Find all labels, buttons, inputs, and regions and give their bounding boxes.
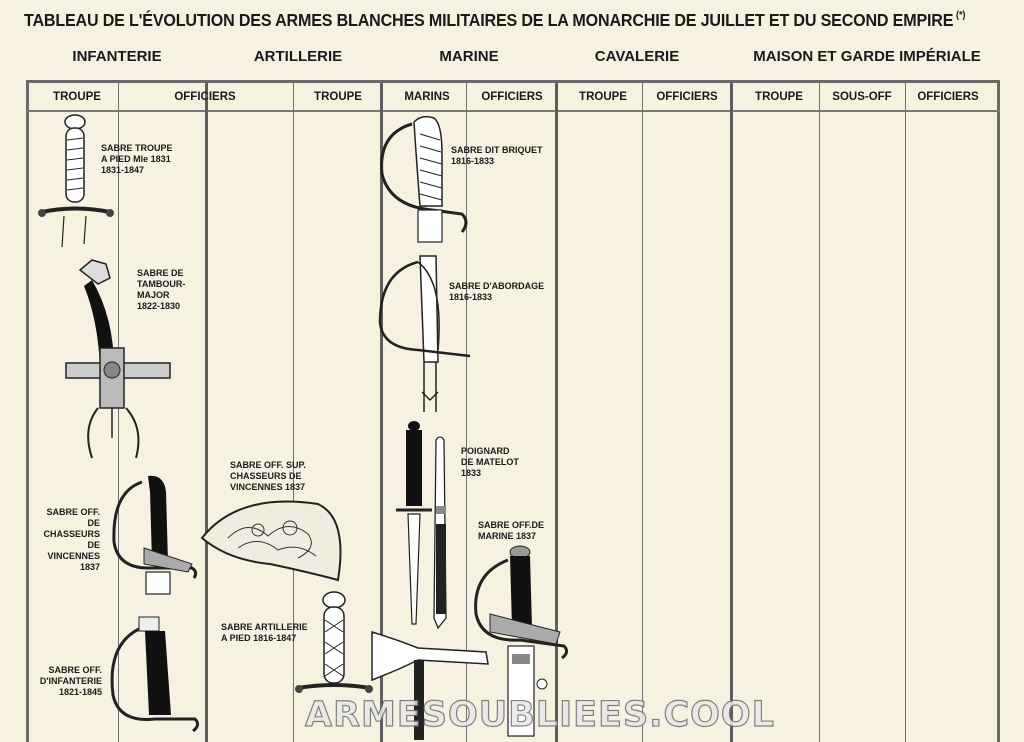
sabre-off-sup-chasseurs-illustration <box>200 500 342 582</box>
header-rule <box>26 110 1000 112</box>
branch-marine: MARINE <box>439 48 499 65</box>
sabre-off-infanterie-illustration <box>110 616 200 733</box>
column-divider <box>905 83 906 742</box>
branch-infanterie: INFANTERIE <box>72 48 162 65</box>
sabre-off-marine-illustration <box>474 545 569 737</box>
colhead-mar-officiers: OFFICIERS <box>481 91 543 103</box>
sabre-briquet-illustration <box>380 115 468 243</box>
label-sabre-off-chasseurs: SABRE OFF. DE CHASSEURS DE VINCENNES 183… <box>43 507 100 572</box>
column-divider <box>205 83 208 742</box>
label-sabre-off-marine: SABRE OFF.DE MARINE 1837 <box>478 520 545 541</box>
label-sabre-tambour-major: SABRE DE TAMBOUR- MAJOR 1822-1830 <box>137 268 186 311</box>
label-poignard-matelot: POIGNARD DE MATELOT 1833 <box>461 446 519 478</box>
colhead-mai-sousoff: SOUS-OFF <box>832 91 892 103</box>
title-text: TABLEAU DE L'ÉVOLUTION DES ARMES BLANCHE… <box>24 10 954 30</box>
branch-artillerie: ARTILLERIE <box>253 48 343 65</box>
colhead-cav-officiers: OFFICIERS <box>656 91 718 103</box>
sabre-tambour-major-illustration <box>65 259 171 459</box>
colhead-inf-troupe: TROUPE <box>53 91 101 103</box>
column-divider <box>380 83 383 742</box>
watermark: ARMESOUBLIEES.COOL <box>304 694 775 735</box>
column-divider <box>642 83 643 742</box>
label-sabre-abordage: SABRE D'ABORDAGE 1816-1833 <box>449 281 545 302</box>
column-divider <box>555 83 558 742</box>
hache-illustration <box>371 630 489 740</box>
colhead-inf-officiers: OFFICIERS <box>174 91 236 103</box>
column-divider <box>730 83 733 742</box>
sabre-off-chasseurs-illustration <box>112 475 198 595</box>
label-sabre-troupe-pied: SABRE TROUPE A PIED Mle 1831 1831-1847 <box>101 143 173 175</box>
label-sabre-off-sup-chasseurs: SABRE OFF. SUP. CHASSEURS DE VINCENNES 1… <box>230 460 306 492</box>
sabre-artillerie-pied-illustration <box>295 591 373 693</box>
label-sabre-off-infanterie: SABRE OFF. D'INFANTERIE 1821-1845 <box>39 665 102 697</box>
colhead-mai-troupe: TROUPE <box>755 91 803 103</box>
colhead-mai-officiers: OFFICIERS <box>917 91 979 103</box>
sabre-troupe-pied-illustration <box>38 114 114 248</box>
column-divider <box>293 83 294 742</box>
sabre-abordage-illustration <box>378 255 471 412</box>
colhead-art-troupe: TROUPE <box>314 91 362 103</box>
label-sabre-artillerie-pied: SABRE ARTILLERIE A PIED 1816-1847 <box>221 622 308 643</box>
title-note: (*) <box>956 10 966 21</box>
label-sabre-briquet: SABRE DIT BRIQUET 1816-1833 <box>451 145 543 166</box>
colhead-mar-marins: MARINS <box>404 91 450 103</box>
column-divider <box>819 83 820 742</box>
poignard-matelot-illustration <box>396 421 447 630</box>
table-frame <box>26 80 1000 742</box>
branch-cavalerie: CAVALERIE <box>594 48 680 65</box>
column-divider <box>466 83 467 742</box>
branch-maison: MAISON ET GARDE IMPÉRIALE <box>753 48 981 65</box>
column-divider <box>118 83 119 742</box>
colhead-cav-troupe: TROUPE <box>579 91 627 103</box>
chart-title: TABLEAU DE L'ÉVOLUTION DES ARMES BLANCHE… <box>24 10 965 31</box>
